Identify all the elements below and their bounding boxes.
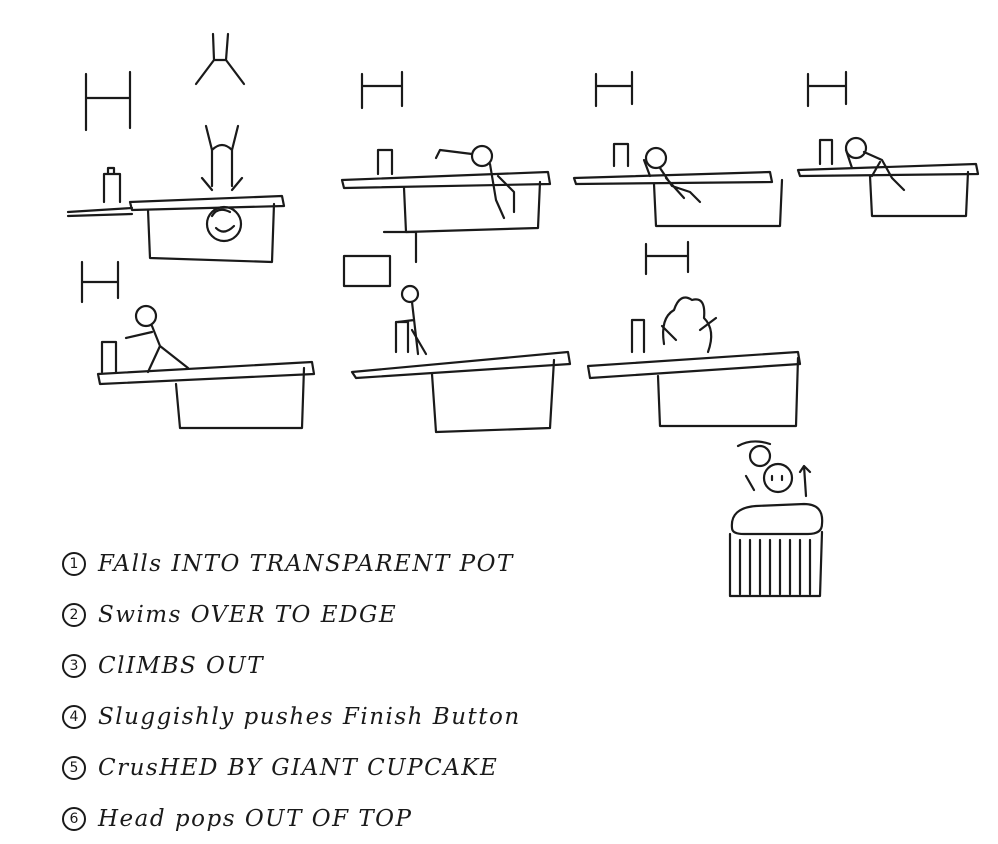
popping-head	[764, 464, 792, 492]
cupcake-dropper-frame	[646, 242, 688, 274]
submerged-limbs	[212, 210, 234, 232]
walker-head	[136, 306, 156, 326]
cupcake-dropper-frame	[596, 72, 632, 106]
step-2: 2 Swims OVER TO EDGE	[62, 589, 521, 640]
step-text: Swims OVER TO EDGE	[98, 601, 398, 628]
pot-handle	[68, 208, 132, 216]
pot-body	[654, 180, 782, 226]
up-arrows	[746, 466, 810, 496]
submerged-head	[207, 207, 241, 241]
step-text: CrusHED BY GIANT CUPCAKE	[98, 754, 499, 781]
cupcake-dropper-frame	[82, 262, 118, 302]
pot-rim	[588, 352, 800, 378]
finish-button	[378, 150, 392, 174]
step-text: Head pops OUT OF TOP	[98, 805, 413, 832]
cupcake-dropper-frame	[86, 72, 130, 130]
pot-rim	[342, 172, 550, 188]
pot-body	[870, 172, 968, 216]
pot-rim	[574, 172, 772, 184]
pot-rim	[798, 164, 978, 176]
step-4: 4 Sluggishly pushes Finish Button	[62, 691, 521, 742]
finish-button	[614, 144, 628, 166]
swimmer-head	[472, 146, 492, 166]
pusher-body	[398, 302, 426, 354]
pot-body	[432, 360, 554, 432]
splash-person	[202, 126, 242, 190]
panel-1-falls-into-pot	[68, 34, 284, 262]
swimmer-arm	[436, 150, 472, 158]
pot-body	[148, 204, 274, 262]
climber-body	[644, 160, 700, 202]
step-6: 6 Head pops OUT OF TOP	[62, 793, 521, 844]
step-number: 1	[62, 551, 86, 576]
cupcake-arrow	[662, 318, 716, 340]
person-body	[846, 150, 904, 190]
step-5: 5 CrusHED BY GIANT CUPCAKE	[62, 742, 521, 793]
panel-2-swims-to-edge	[342, 72, 550, 232]
pusher-head	[402, 286, 418, 302]
step-text: Sluggishly pushes Finish Button	[98, 703, 521, 730]
panel-7-crushed	[588, 242, 800, 426]
cupcake-dropper-frame	[808, 72, 846, 106]
walker-body	[126, 326, 188, 372]
step-number: 4	[62, 704, 86, 729]
panel-4-on-edge	[798, 72, 978, 216]
finish-button	[104, 168, 120, 202]
finish-button	[396, 322, 408, 352]
cherry	[750, 446, 770, 466]
swimmer-legs	[490, 164, 514, 218]
pot-rim	[130, 196, 284, 210]
finish-button	[820, 140, 832, 164]
finish-button	[102, 342, 116, 372]
step-3: 3 ClIMBS OUT	[62, 640, 521, 691]
step-number: 5	[62, 755, 86, 780]
step-number: 3	[62, 653, 86, 678]
panel-5-walks-to-button	[82, 262, 314, 428]
step-text: ClIMBS OUT	[98, 652, 265, 679]
cupcake-dropper-frame	[344, 232, 416, 286]
step-1: 1 FAlls INTO TRANSPARENT POT	[62, 538, 521, 589]
cupcake-top	[732, 504, 822, 534]
finish-button	[632, 320, 644, 352]
step-list: 1 FAlls INTO TRANSPARENT POT 2 Swims OVE…	[62, 538, 521, 844]
pot-body	[404, 182, 540, 232]
pot-rim	[98, 362, 314, 384]
cherry-stem	[738, 441, 770, 446]
step-text: FAlls INTO TRANSPARENT POT	[98, 550, 514, 577]
pot-body	[176, 368, 304, 428]
climber-head	[646, 148, 666, 168]
panel-6-pushes-button	[344, 232, 570, 432]
pot-rim	[352, 352, 570, 378]
falling-cupcake	[663, 298, 711, 352]
falling-legs	[196, 34, 244, 84]
panel-8-head-pops-out	[730, 441, 822, 596]
panel-3-climbs-out	[574, 72, 782, 226]
cupcake-dropper-frame	[362, 72, 402, 108]
eyes	[772, 476, 782, 480]
step-number: 2	[62, 602, 86, 627]
person-head	[846, 138, 866, 158]
step-number: 6	[62, 806, 86, 831]
pot-body	[658, 358, 798, 426]
cupcake-wrapper	[730, 532, 822, 596]
